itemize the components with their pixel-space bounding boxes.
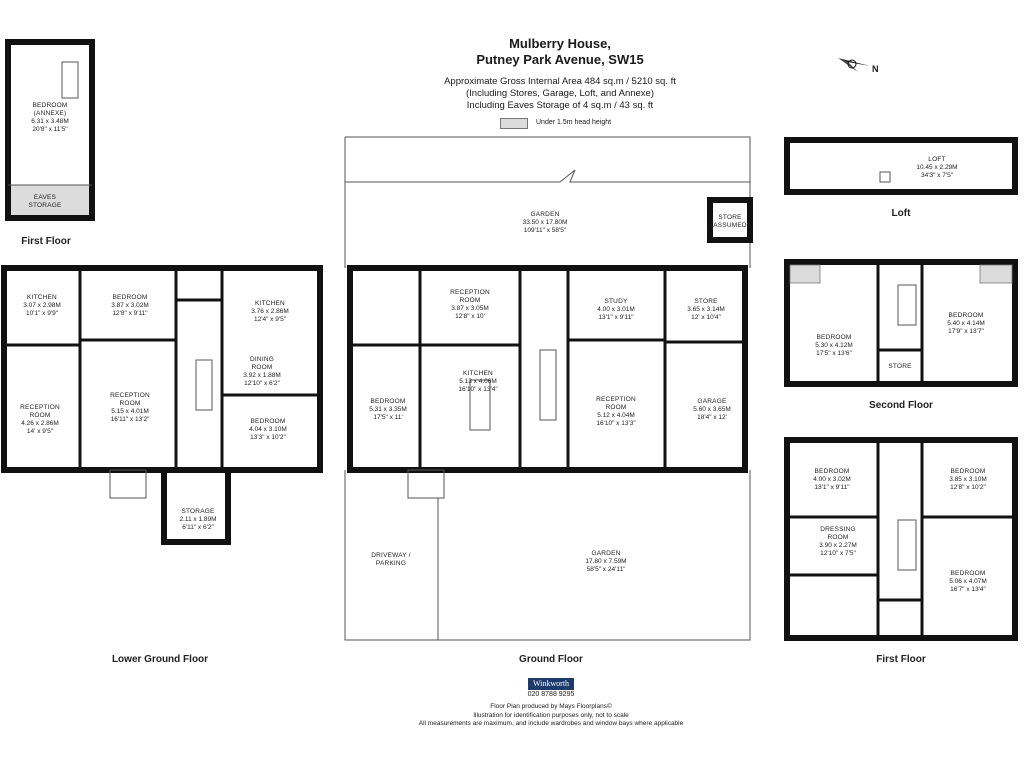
disclaimer-line-3: All measurements are maximum, and includ… [418, 720, 684, 727]
room-label-driveway: DRIVEWAY / PARKING [371, 552, 411, 567]
ground-steps [407, 469, 445, 499]
floor-label-loft: Loft [891, 208, 911, 219]
compass-north-label: N [872, 64, 879, 74]
legend-label: Under 1.5m head height [536, 119, 612, 126]
second-floor-plan [784, 259, 1018, 387]
title-line-2: Putney Park Avenue, SW15 [476, 52, 644, 67]
annexe-outline [5, 39, 95, 221]
ground-outline [347, 265, 748, 473]
disclaimer: Floor Plan produced by Mays Floorplans© … [419, 703, 683, 729]
area-line-1: Approximate Gross Internal Area 484 sq.m… [444, 76, 676, 87]
lg-steps [109, 469, 147, 499]
loft-hatch [879, 171, 891, 183]
legend-swatch [500, 118, 528, 129]
ground-floor-plan [344, 136, 753, 641]
first-floor-plan [784, 437, 1018, 641]
room-label-eaves: EAVES STORAGE [28, 194, 62, 209]
kitchen-island [469, 379, 491, 431]
rear-garden-boundary [345, 136, 751, 268]
area-line-2: (Including Stores, Garage, Loft, and Ann… [465, 88, 655, 99]
annexe-first-floor-plan [5, 39, 95, 221]
area-line-3: Including Eaves Storage of 4 sq.m / 43 s… [466, 100, 654, 111]
compass-rose [838, 58, 870, 72]
eaves-hatch [7, 184, 93, 219]
loft-plan [784, 137, 1018, 195]
property-title: Mulberry House, Putney Park Avenue, SW15 [476, 36, 643, 68]
floor-label-lower-ground: Lower Ground Floor [111, 654, 209, 665]
front-garden-boundary [344, 470, 751, 641]
agent-phone: 020 8788 9295 [527, 691, 575, 698]
lg-stair [195, 359, 213, 411]
second-outline [784, 259, 1018, 387]
area-summary: Approximate Gross Internal Area 484 sq.m… [444, 76, 676, 112]
room-label-store-assumed: STORE (ASSUMED) [710, 214, 750, 229]
agent-logo: Winkworth [528, 678, 574, 690]
title-line-1: Mulberry House, [509, 36, 611, 51]
ground-stair [539, 349, 557, 421]
disclaimer-line-1: Floor Plan produced by Mays Floorplans© [490, 703, 612, 710]
floor-label-first: First Floor [876, 654, 926, 665]
disclaimer-line-2: Illustration for identification purposes… [473, 711, 629, 719]
second-eaves-hatch-2 [979, 264, 1013, 284]
store-assumed-outline [707, 197, 753, 243]
room-label-s-store: STORE [888, 363, 912, 370]
first-stair [897, 519, 917, 571]
lg-storage-outline [161, 467, 231, 545]
floor-label-annexe-first: First Floor [21, 236, 71, 247]
second-eaves-hatch-1 [789, 264, 821, 284]
annexe-stair [61, 61, 79, 99]
loft-outline [784, 137, 1018, 195]
lower-ground-floor-plan [1, 265, 323, 545]
floor-label-second: Second Floor [869, 400, 933, 411]
second-stair [897, 284, 917, 326]
first-outline [784, 437, 1018, 641]
floor-label-ground: Ground Floor [519, 654, 583, 665]
